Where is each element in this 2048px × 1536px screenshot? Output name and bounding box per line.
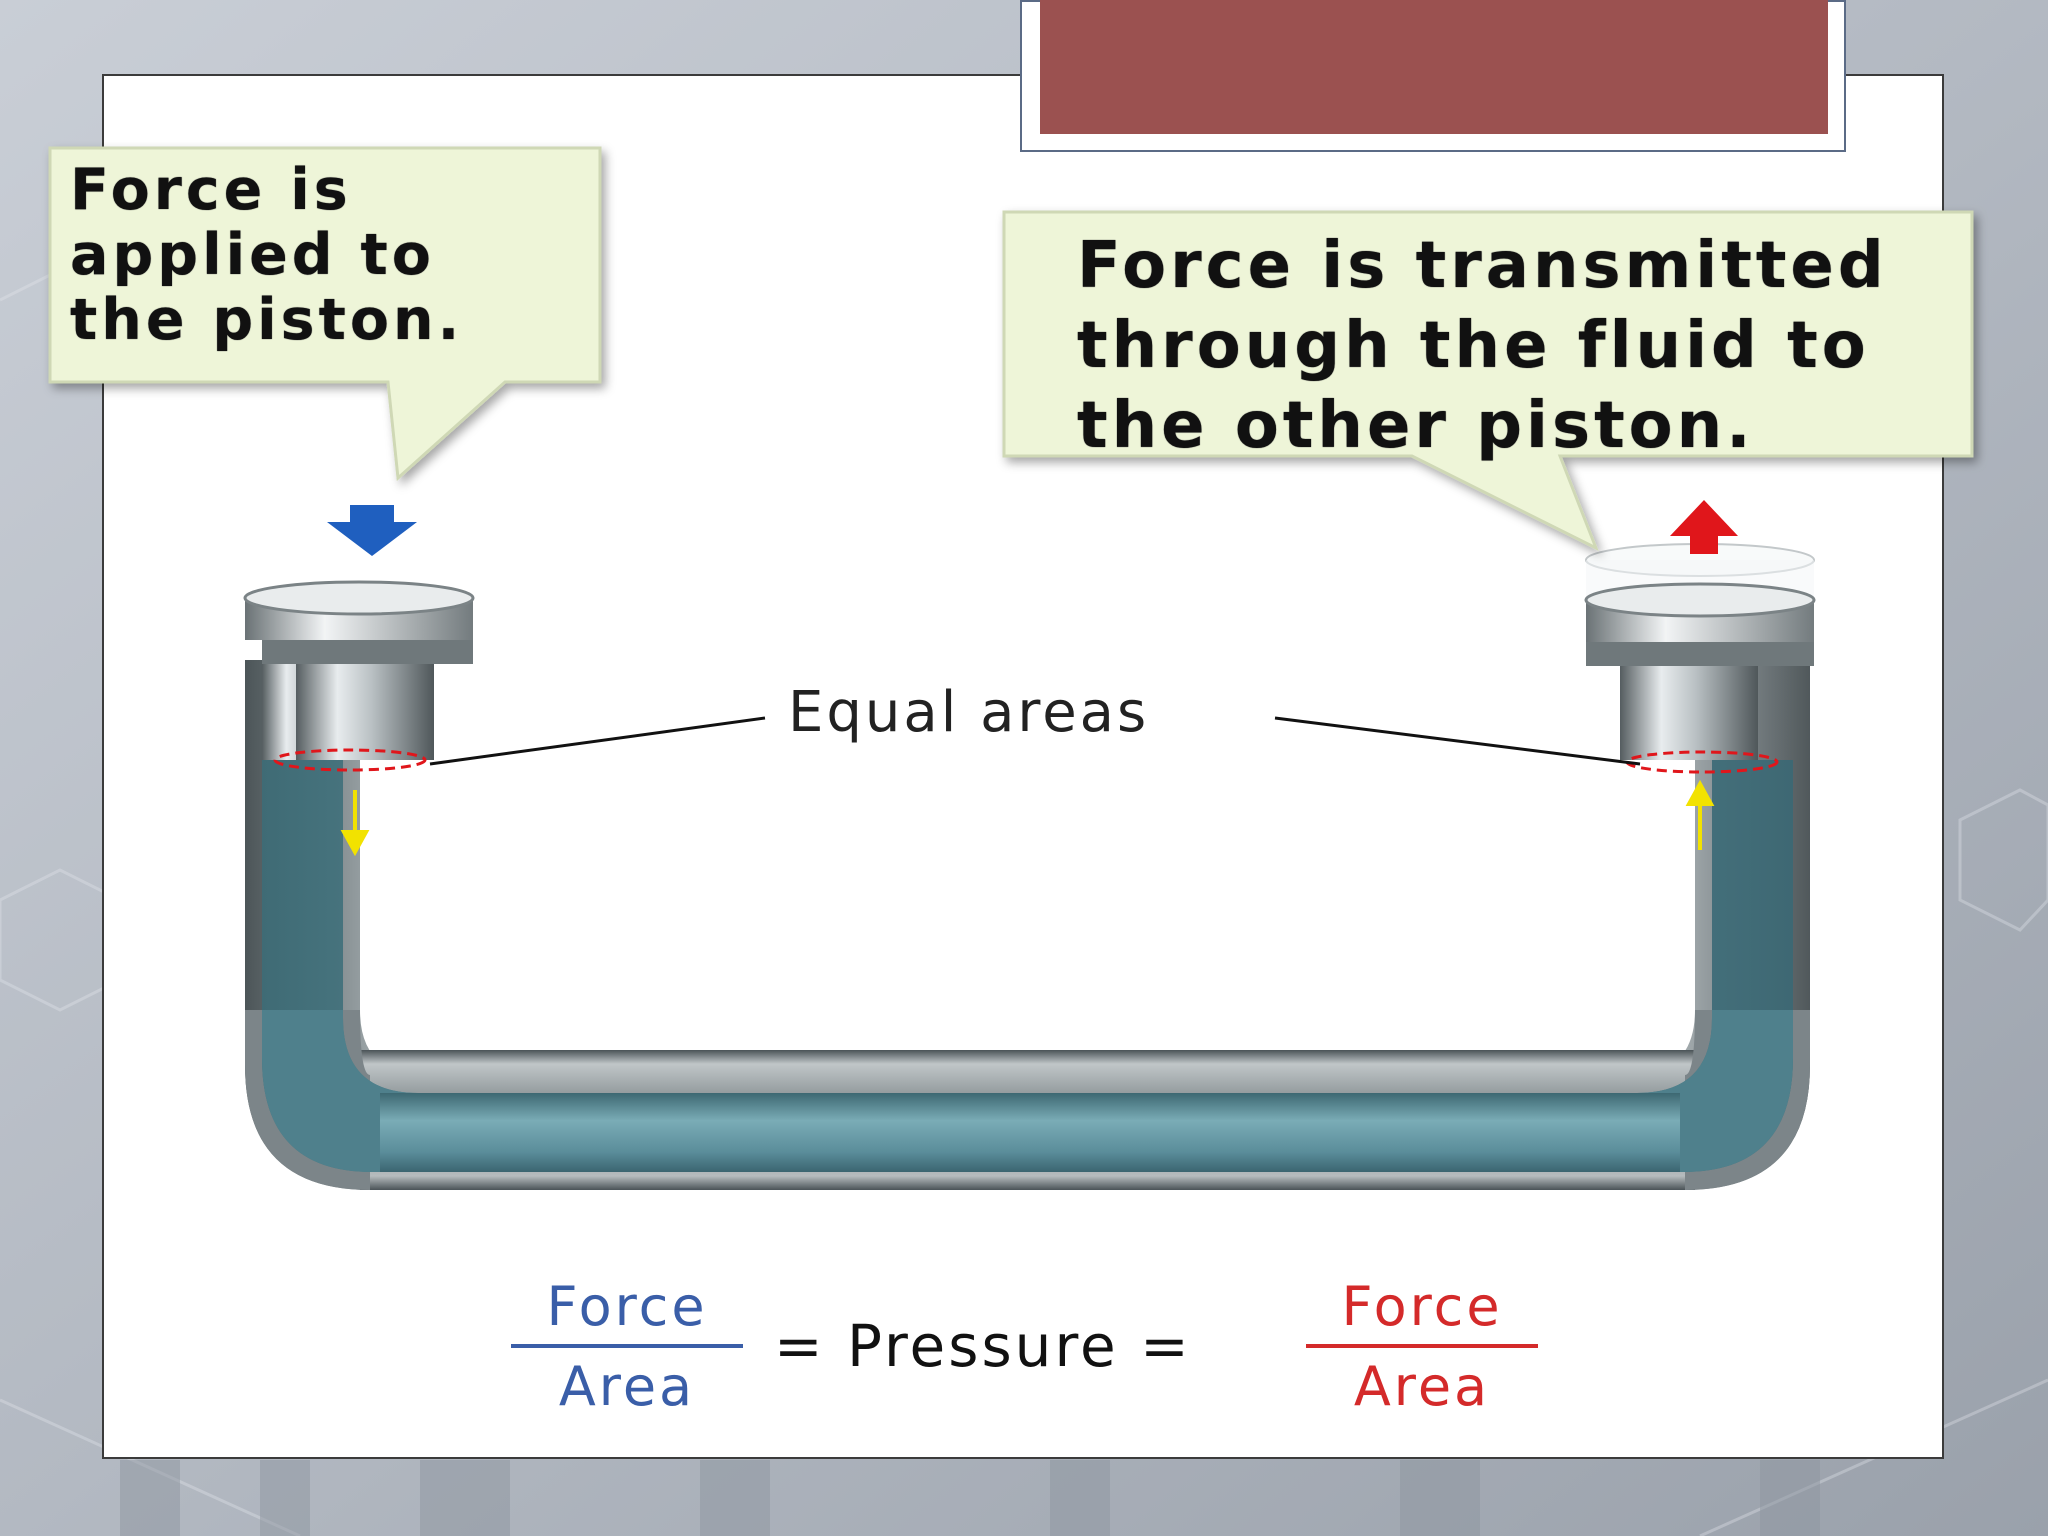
right-numerator: Force bbox=[1341, 1275, 1503, 1338]
callout-right-text: Force is transmitted through the fluid t… bbox=[1077, 229, 1888, 463]
equal-areas-leader-left bbox=[429, 716, 766, 766]
left-numerator: Force bbox=[546, 1275, 708, 1338]
callout-left-bubble bbox=[48, 146, 602, 482]
right-denominator: Area bbox=[1353, 1355, 1491, 1418]
left-piston bbox=[243, 580, 475, 760]
right-fraction-bar bbox=[1306, 1344, 1538, 1348]
fluid-down-arrow-icon bbox=[340, 790, 370, 857]
pressure-equation-middle: = Pressure = bbox=[774, 1312, 1192, 1380]
callout-right-bubble bbox=[1002, 210, 1974, 552]
equal-areas-leader-right bbox=[1274, 716, 1641, 766]
right-piston bbox=[1584, 543, 1816, 760]
hydraulic-fluid bbox=[262, 760, 1793, 1172]
left-area-marker bbox=[273, 748, 427, 772]
fluid-up-arrow-icon bbox=[1685, 779, 1715, 850]
left-force-area-fraction: Force Area bbox=[511, 1274, 743, 1420]
title-bar bbox=[1040, 0, 1828, 134]
transmitted-force-arrow-icon bbox=[1670, 500, 1738, 554]
left-denominator: Area bbox=[558, 1355, 696, 1418]
left-fraction-bar bbox=[511, 1344, 743, 1348]
equal-areas-label: Equal areas bbox=[788, 680, 1150, 745]
applied-force-arrow-icon bbox=[327, 505, 417, 556]
right-force-area-fraction: Force Area bbox=[1306, 1274, 1538, 1420]
callout-left-text: Force is applied to the piston. bbox=[70, 157, 464, 353]
